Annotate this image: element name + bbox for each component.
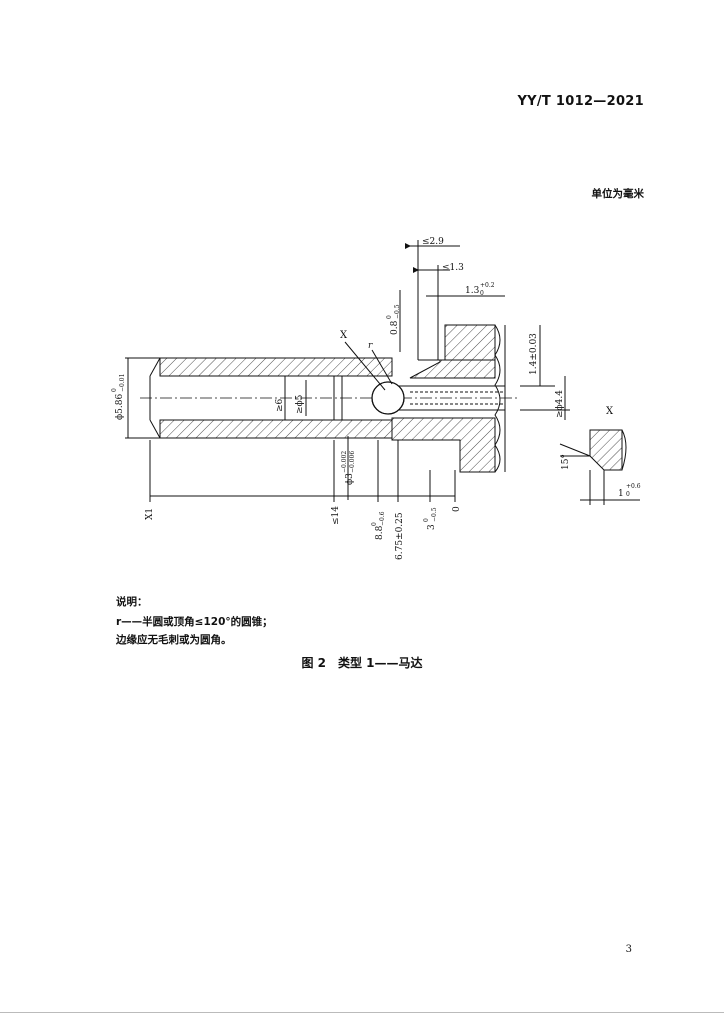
page-number: 3	[625, 944, 632, 955]
dim-zero: 0	[452, 506, 462, 512]
detail-angle: 15°	[561, 454, 571, 470]
housing-block	[391, 324, 506, 473]
dim-5-86-sub: −0.01	[119, 374, 126, 392]
dim-0-8-sup: 0	[386, 315, 393, 319]
figure-title: 类型 1——马达	[338, 656, 423, 670]
dim-3b: 3	[427, 524, 437, 530]
dim-0-8-sub: −0.5	[394, 304, 401, 319]
dim-0-8: 0.8	[390, 320, 400, 335]
dim-le-1-3: ≤1.3	[442, 263, 464, 273]
unit-note: 单位为毫米	[591, 188, 645, 200]
detail-len: 1	[618, 489, 624, 499]
dim-1-4: 1.4±0.03	[529, 333, 539, 375]
dim-le-2-9: ≤2.9	[422, 237, 444, 247]
dim-3b-sup: 0	[423, 518, 430, 522]
dim-3b-sub: −0.5	[431, 507, 438, 522]
dim-5-86-sup: 0	[111, 388, 118, 392]
dim-ge-4-4: ≥ϕ4.4	[555, 390, 565, 418]
tube-wall-bottom	[159, 419, 393, 439]
dim-phi-3-sup: −0.002	[341, 451, 348, 473]
dim-phi-3: ϕ3	[345, 473, 355, 485]
notes-line-2: 边缘应无毛刺或为圆角。	[116, 634, 232, 646]
dim-1-3: 1.3	[465, 286, 480, 296]
label-r: r	[368, 341, 373, 351]
label-x: X	[340, 330, 348, 341]
dim-8-8-sub: −0.6	[379, 511, 386, 526]
dim-le-14: ≤14	[331, 506, 341, 525]
dim-phi-3-sub: −0.006	[349, 451, 356, 473]
tube-wall-top	[159, 357, 393, 377]
detail-len-sup: +0.6	[626, 483, 641, 490]
standard-code-header: YY/T 1012—2021	[517, 94, 644, 109]
dim-axis-x1: X1	[145, 508, 155, 520]
dim-1-3-sup: +0.2	[480, 282, 495, 289]
dim-8-8-sup: 0	[371, 522, 378, 526]
notes-line-1: r——半圆或顶角≤120°的圆锥；	[116, 616, 273, 628]
dim-5-86: ϕ5.86	[115, 394, 125, 420]
detail-x: X 15° 1 +0.6 0	[559, 406, 641, 505]
figure-number: 图 2	[301, 656, 326, 670]
detail-len-sub: 0	[626, 491, 630, 498]
figure-caption: 图 2 类型 1——马达	[0, 654, 724, 671]
detail-x-label: X	[606, 406, 614, 417]
notes-title: 说明：	[116, 596, 148, 608]
dim-1-3-sub: 0	[480, 290, 484, 297]
dim-ge-5: ≥ϕ5	[295, 394, 305, 414]
dim-ge-6: ≥6	[275, 398, 285, 412]
dim-8-8: 8.8	[375, 525, 385, 540]
page-footer-rule	[0, 1012, 724, 1013]
dim-6-75: 6.75±0.25	[395, 512, 405, 560]
